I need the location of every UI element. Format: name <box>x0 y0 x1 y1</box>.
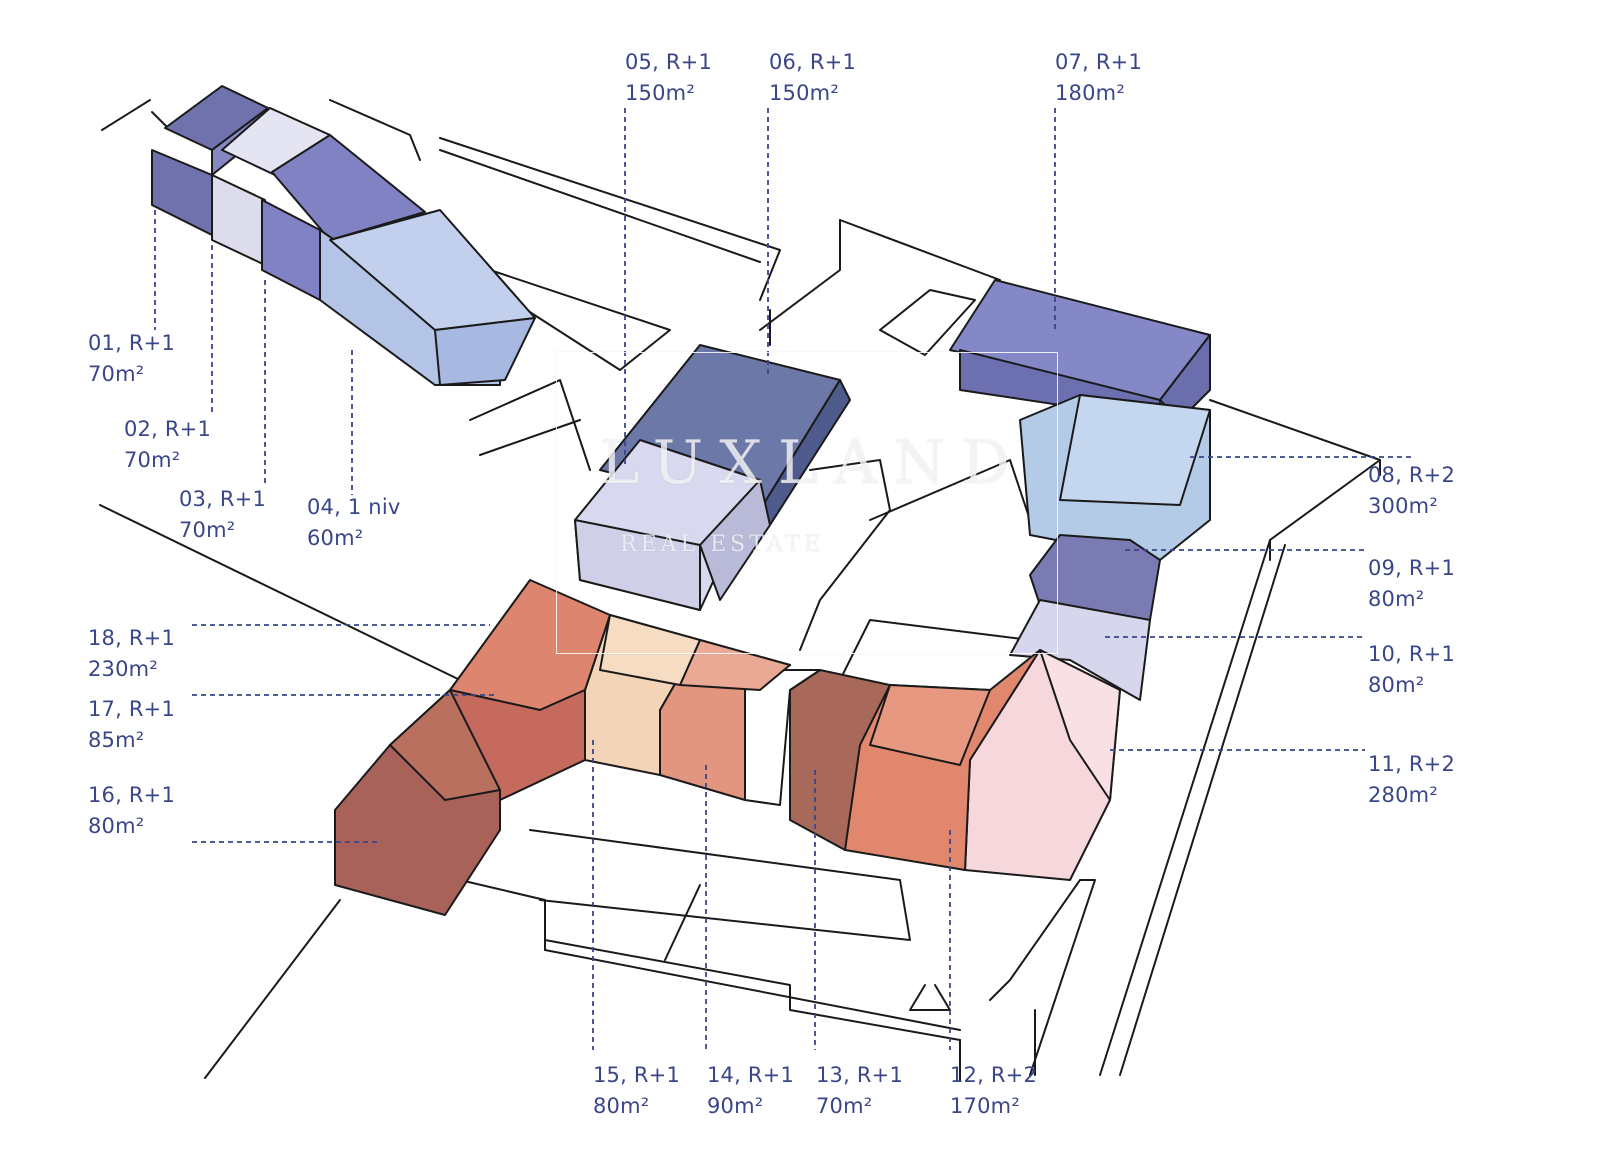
watermark-brand: LUXLAND <box>600 428 1026 498</box>
watermark-tagline: REAL ESTATE <box>620 532 825 557</box>
central-house-05-06 <box>574 344 851 611</box>
lot-02-building <box>211 174 266 266</box>
lower-block-12-18 <box>334 579 1041 916</box>
terrace-lots-01-04 <box>151 85 536 386</box>
watermark-frame <box>556 352 1058 654</box>
lot-07-building <box>879 279 1211 421</box>
lot-01-building <box>151 149 213 236</box>
leader-lines <box>154 108 1415 1050</box>
